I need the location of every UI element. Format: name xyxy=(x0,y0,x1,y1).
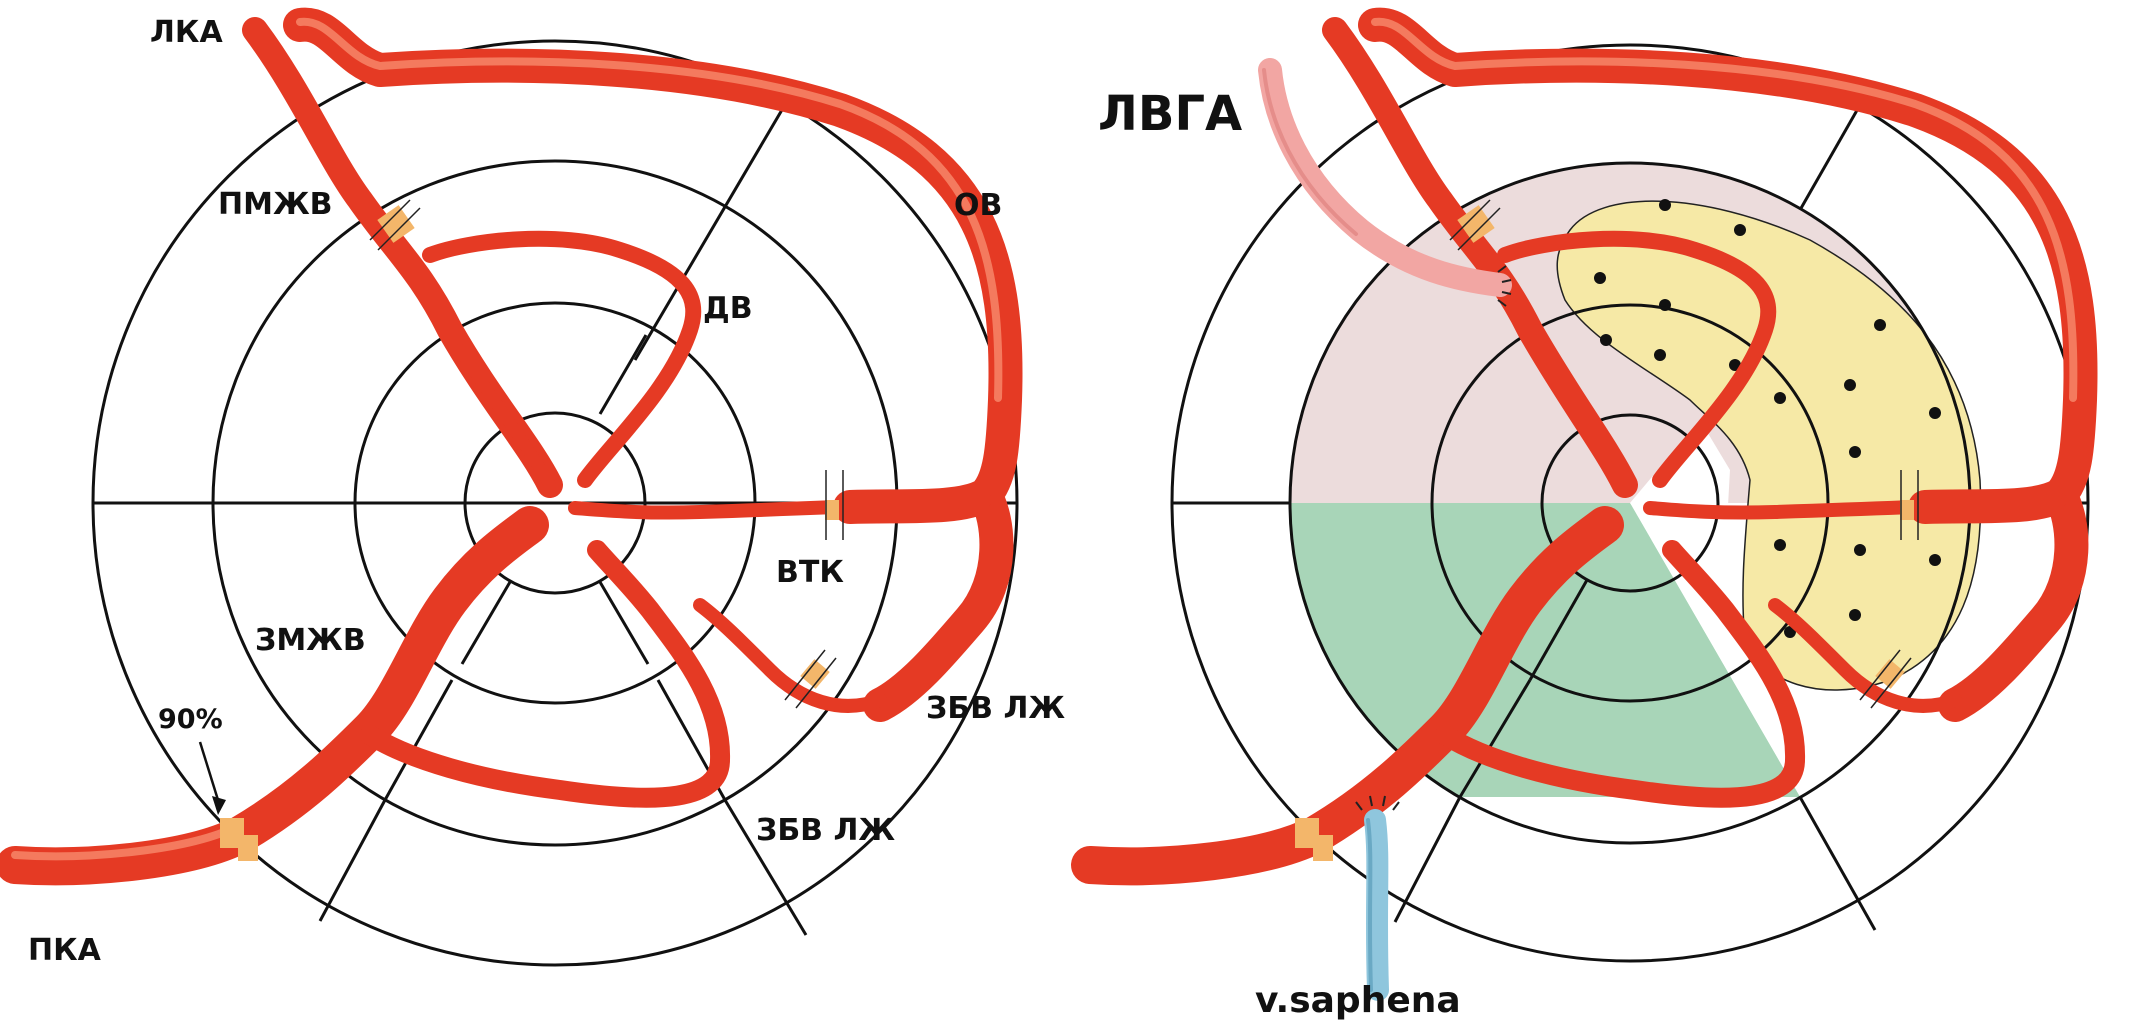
left-vessels xyxy=(0,7,1023,886)
infarct-dot xyxy=(1849,609,1861,621)
spoke-ne-lower xyxy=(598,334,648,415)
infarct-dot xyxy=(1929,554,1941,566)
right-vessels xyxy=(1071,7,2098,1001)
infarct-dot xyxy=(1849,446,1861,458)
stenosis-zbv-right xyxy=(1875,659,1905,689)
spoke-sw-right xyxy=(1393,796,1462,923)
dv-vessel-right xyxy=(1497,230,1777,488)
label-dv: ДВ xyxy=(703,291,753,326)
infarct-dot xyxy=(1659,199,1671,211)
zmzhv-vessel xyxy=(360,540,731,808)
saphena-anastomosis xyxy=(1355,795,1400,811)
percent-arrow xyxy=(198,741,220,801)
stenosis-zbv-right-tick1 xyxy=(1859,649,1901,701)
stenosis-pmzhv-right-tick2 xyxy=(1457,207,1501,251)
stenosis-markers-right xyxy=(1295,199,1919,861)
lvga-anastomosis xyxy=(1497,265,1512,307)
stenosis-pka-right-2 xyxy=(1313,835,1333,861)
spoke-ne-right xyxy=(1798,104,1862,211)
spoke-se-outer xyxy=(723,799,808,936)
stenosis-zbv-right-tick2 xyxy=(1870,657,1912,709)
pmzhv-vessel-right xyxy=(1322,17,1638,498)
infarct-dot xyxy=(1654,349,1666,361)
vtk-vessel xyxy=(568,493,992,520)
left-labels: ЛКА ПМЖВ ОВ ДВ ВТК ЗМЖВ 90% ЗБВ ЛЖ ЗБВ Л… xyxy=(28,15,1065,968)
spoke-sw-inner xyxy=(460,581,512,665)
label-pmzhv: ПМЖВ xyxy=(218,187,333,222)
infarct-dot xyxy=(1600,334,1612,346)
label-lvga: ЛВГА xyxy=(1098,86,1242,142)
saphena-graft-edge xyxy=(1366,818,1373,992)
zbv-lzh-vessel-right xyxy=(1768,598,1962,713)
spoke-sw-mid xyxy=(383,679,454,801)
stenosis-vtk xyxy=(825,500,839,520)
label-pka: ПКА xyxy=(28,933,102,968)
infarct-dot xyxy=(1774,392,1786,404)
stenosis-pka-2 xyxy=(238,835,258,861)
zmzhv-vessel-right xyxy=(1435,540,1806,808)
ring-second-right xyxy=(1430,303,1830,703)
dv-vessel xyxy=(422,230,702,488)
zbv-lzh-upper-vessel xyxy=(693,598,887,713)
stenosis-zbv-tick1 xyxy=(784,649,826,701)
stenosis-pmzhv-right xyxy=(1457,205,1495,243)
spoke-se-right xyxy=(1798,796,1877,931)
stenosis-pmzhv-tick1 xyxy=(369,199,411,241)
spoke-ne-upper xyxy=(633,102,788,361)
label-lka: ЛКА xyxy=(150,15,223,50)
ring-inner-right xyxy=(1540,413,1720,593)
stenosis-zbv xyxy=(800,659,830,689)
pka-vessel xyxy=(0,506,549,886)
stenosis-pmzhv-right-tick1 xyxy=(1449,199,1491,241)
stenosis-pmzhv-tick2 xyxy=(377,207,421,251)
infarct-dot xyxy=(1774,539,1786,551)
spoke-sw-outer xyxy=(318,799,387,922)
pmzhv-taper xyxy=(454,344,556,491)
label-zbv-lzh-2: ЗБВ ЛЖ xyxy=(756,813,895,848)
label-percent: 90% xyxy=(158,704,223,735)
lka-ov-highlight-right xyxy=(1371,17,2078,402)
infarct-dot xyxy=(1854,544,1866,556)
infarct-dots xyxy=(1594,199,1941,638)
infarct-dot xyxy=(1874,319,1886,331)
spoke-sw-mid-right xyxy=(1458,679,1532,798)
right-labels: ЛВГА v.saphena xyxy=(1098,86,1461,1021)
stenosis-markers xyxy=(198,199,844,861)
lvga-graft-edge xyxy=(1262,68,1358,236)
label-zbv-lzh-1: ЗБВ ЛЖ xyxy=(926,691,1065,726)
label-vtk: ВТК xyxy=(776,555,844,590)
lka-ov-highlight xyxy=(296,17,1003,402)
vtk-vessel-right xyxy=(1643,493,2067,520)
stenosis-pmzhv xyxy=(377,205,415,243)
pka-highlight xyxy=(11,822,242,861)
label-zmzhv: ЗМЖВ xyxy=(255,623,366,658)
stenosis-zbv-tick2 xyxy=(795,657,837,709)
infarct-dot xyxy=(1734,224,1746,236)
left-bullseye-diagram: ЛКА ПМЖВ ОВ ДВ ВТК ЗМЖВ 90% ЗБВ ЛЖ ЗБВ Л… xyxy=(0,7,1065,968)
spoke-se-inner xyxy=(598,581,650,665)
saphena-graft xyxy=(1364,809,1389,1001)
lvga-graft xyxy=(1258,58,1512,297)
anastomosis-marks xyxy=(1355,265,1512,811)
infarct-dot xyxy=(1594,272,1606,284)
infarct-dot xyxy=(1929,407,1941,419)
pka-vessel-right xyxy=(1071,506,1624,886)
percent-arrowhead xyxy=(212,796,226,815)
infarct-dot xyxy=(1844,379,1856,391)
label-saphena: v.saphena xyxy=(1255,980,1461,1021)
stenosis-vtk-right xyxy=(1900,500,1914,520)
rca-territory-fill xyxy=(1460,503,1800,797)
label-ov: ОВ xyxy=(954,188,1002,223)
right-bullseye-diagram: ЛВГА v.saphena xyxy=(1071,7,2098,1021)
spoke-sw-inner-right xyxy=(1528,579,1589,681)
